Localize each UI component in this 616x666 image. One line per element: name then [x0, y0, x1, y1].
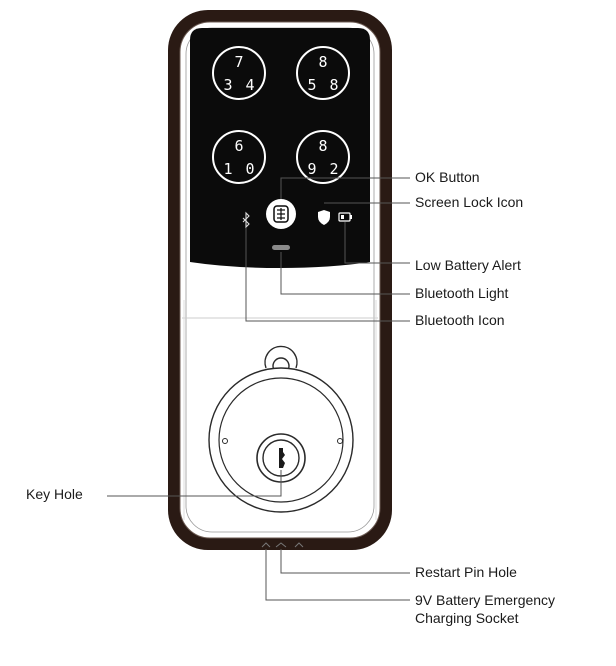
leader-key-hole: [107, 470, 282, 497]
bottom-edge-marker: [294, 542, 304, 548]
keypad-digit: 3: [223, 76, 232, 94]
bottom-edge-holes: [261, 542, 304, 548]
leader-restart-pin-hole: [280, 549, 410, 574]
label-battery-socket-line1: 9V Battery Emergency: [415, 592, 556, 608]
keypad-digit: 4: [245, 76, 254, 94]
keypad-digit: 9: [307, 160, 316, 178]
keypad-digit: 6: [234, 137, 243, 155]
label-screen-lock-icon: Screen Lock Icon: [415, 194, 524, 210]
leader-battery-socket: [265, 549, 410, 601]
keypad-digit: 8: [329, 76, 338, 94]
keypad-digit: 2: [329, 160, 338, 178]
rosette-inner-ring: [218, 377, 344, 503]
keypad-digit: 7: [234, 53, 243, 71]
screen-lock-icon: [318, 210, 330, 225]
rosette-side-dot-right: [337, 438, 343, 444]
rosette-side-dot-left: [222, 438, 228, 444]
keypad-button-ring[interactable]: [212, 46, 266, 100]
keypad-button-ring[interactable]: [212, 130, 266, 184]
label-ok-button: OK Button: [415, 169, 480, 185]
keypad-digit: 5: [307, 76, 316, 94]
key-cylinder: [256, 433, 306, 483]
bluetooth-light: [272, 245, 290, 250]
keypad-digit: 8: [318, 53, 327, 71]
label-low-battery-alert: Low Battery Alert: [415, 257, 521, 273]
leader-low-battery-alert: [344, 222, 410, 264]
label-key-hole: Key Hole: [26, 486, 83, 502]
keypad-button-ring[interactable]: [296, 46, 350, 100]
restart-pin-marker: [275, 542, 287, 548]
label-battery-socket-line2: Charging Socket: [415, 610, 519, 626]
label-restart-pin-hole: Restart Pin Hole: [415, 564, 517, 580]
bluetooth-icon: [242, 211, 250, 229]
keypad: 7 3 4 8 5 8 6 1 0 8 9 2: [212, 46, 350, 184]
ok-button-glyph: [273, 205, 289, 223]
keypad-digit: 1: [223, 160, 232, 178]
battery-socket-marker: [261, 542, 271, 548]
keypad-digit: 0: [245, 160, 254, 178]
keyhole-icon[interactable]: [279, 448, 285, 468]
touchscreen-panel: [190, 28, 370, 268]
leader-bluetooth-icon: [245, 228, 410, 322]
ok-button[interactable]: [266, 199, 296, 229]
low-battery-icon: [338, 212, 352, 222]
keypad-digit: 8: [318, 137, 327, 155]
keypad-button-ring[interactable]: [296, 130, 350, 184]
label-bluetooth-icon: Bluetooth Icon: [415, 312, 505, 328]
callout-lines: [107, 177, 410, 601]
leader-bluetooth-light: [280, 252, 410, 295]
leader-ok-button: [280, 177, 410, 199]
label-bluetooth-light: Bluetooth Light: [415, 285, 509, 301]
